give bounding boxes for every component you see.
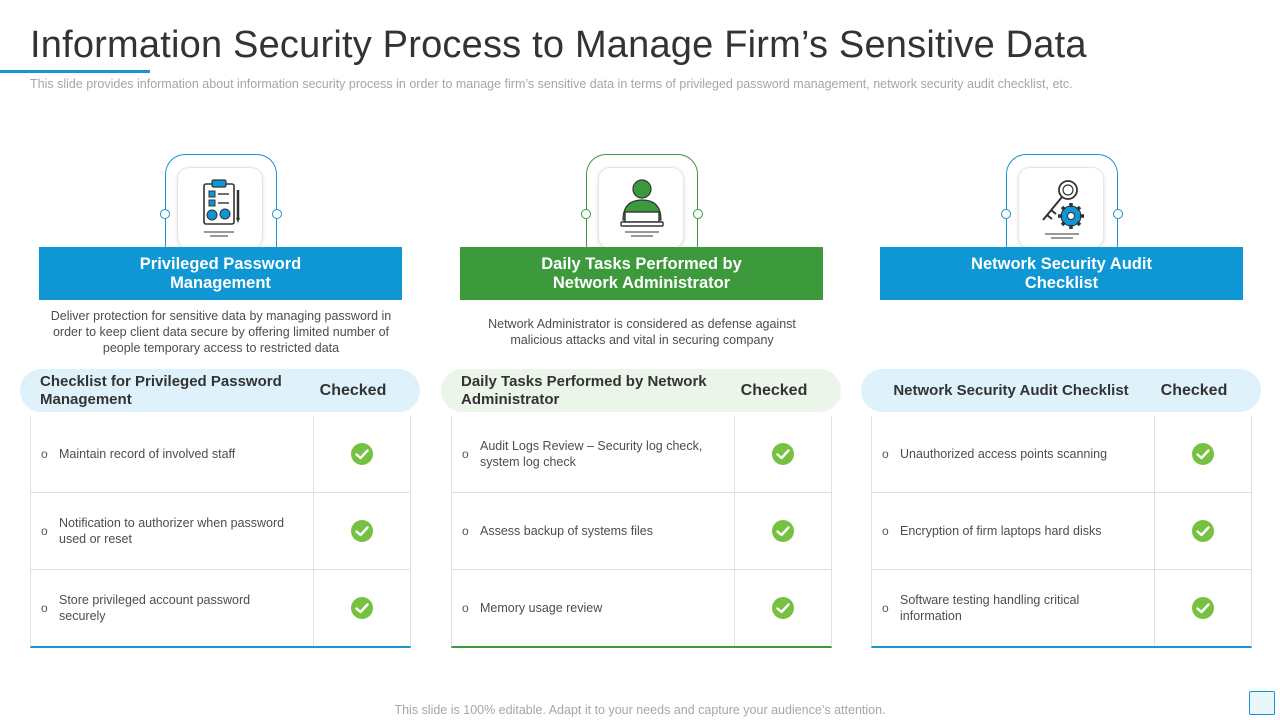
icon-card	[598, 167, 684, 249]
table-header: Checklist for Privileged Password Manage…	[20, 369, 420, 412]
bullet-icon: o	[462, 524, 469, 538]
column-description: Network Administrator is considered as d…	[488, 317, 796, 347]
check-circle-icon	[1192, 597, 1214, 619]
table-row: o Memory usage review	[452, 570, 831, 646]
checklist-item: Assess backup of systems files	[480, 524, 653, 538]
icon-frame	[581, 154, 703, 254]
bullet-icon: o	[41, 524, 48, 538]
checklist-item: Memory usage review	[480, 601, 603, 615]
check-circle-icon	[351, 443, 373, 465]
checklist-item: Unauthorized access points scanning	[900, 447, 1108, 461]
bullet-icon: o	[882, 447, 889, 461]
header-checked: Checked	[1160, 381, 1228, 399]
banner-title: Privileged Password Management	[39, 247, 402, 300]
column-daily-tasks: Daily Tasks Performed by Network Adminis…	[441, 150, 841, 650]
check-circle-icon	[351, 520, 373, 542]
table-row: o Audit Logs Review – Security log check,…	[452, 416, 831, 493]
check-circle-icon	[1192, 520, 1214, 542]
table-row: o Store privileged account password secur…	[31, 570, 410, 646]
checklist-item: Encryption of firm laptops hard disks	[900, 524, 1102, 538]
icon-card	[177, 167, 263, 249]
bullet-icon: o	[882, 601, 889, 615]
page-subtitle: This slide provides information about in…	[30, 77, 1073, 91]
banner-title: Daily Tasks Performed by Network Adminis…	[460, 247, 823, 300]
bullet-icon: o	[41, 447, 48, 461]
table-row: o Assess backup of systems files	[452, 493, 831, 570]
admin-laptop-icon	[620, 179, 664, 237]
check-circle-icon	[772, 597, 794, 619]
header-daily-tasks: Daily Tasks Performed by Network Adminis…	[461, 372, 707, 408]
header-checked: Checked	[319, 381, 387, 399]
header-network-audit: Network Security Audit Checklist	[893, 381, 1129, 399]
checklist-item: Store privileged account password secure…	[59, 593, 251, 623]
bullet-icon: o	[41, 601, 48, 615]
table-header: Network Security Audit Checklist Checked	[861, 369, 1261, 412]
check-circle-icon	[772, 520, 794, 542]
table-row: o Notification to authorizer when passwor…	[31, 493, 410, 570]
table-row: o Encryption of firm laptops hard disks	[872, 493, 1251, 570]
column-network-audit: Network Security Audit Checklist Network…	[861, 150, 1261, 650]
bullet-icon: o	[462, 601, 469, 615]
footer-note: This slide is 100% editable. Adapt it to…	[394, 703, 886, 717]
title-underline	[0, 70, 150, 73]
check-circle-icon	[1192, 443, 1214, 465]
column-privileged-password: Privileged Password Management Deliver p…	[20, 150, 420, 650]
header-checklist: Checklist for Privileged Password Manage…	[40, 372, 282, 408]
page-title: Information Security Process to Manage F…	[30, 24, 1087, 66]
checklist-table: o Audit Logs Review – Security log check,…	[451, 416, 832, 648]
check-circle-icon	[351, 597, 373, 619]
icon-card	[1018, 167, 1104, 249]
table-row: o Maintain record of involved staff	[31, 416, 410, 493]
checklist-item: Software testing handling critical infor…	[900, 593, 1080, 623]
header-checked: Checked	[740, 381, 808, 399]
banner-title: Network Security Audit Checklist	[880, 247, 1243, 300]
icon-frame	[1001, 154, 1123, 254]
table-header: Daily Tasks Performed by Network Adminis…	[441, 369, 841, 412]
checklist-item: Maintain record of involved staff	[59, 447, 236, 461]
table-row: o Unauthorized access points scanning	[872, 416, 1251, 493]
table-row: o Software testing handling critical info…	[872, 570, 1251, 646]
bullet-icon: o	[882, 524, 889, 538]
checklist-item: Audit Logs Review – Security log check, …	[480, 439, 703, 469]
check-circle-icon	[772, 443, 794, 465]
key-gear-icon	[1042, 180, 1084, 239]
column-description: Deliver protection for sensitive data by…	[50, 309, 392, 355]
corner-square-icon	[1249, 691, 1275, 715]
bullet-icon: o	[462, 447, 469, 461]
checklist-item: Notification to authorizer when password…	[59, 516, 285, 546]
clipboard-checklist-icon	[203, 179, 240, 237]
icon-frame	[160, 154, 282, 254]
